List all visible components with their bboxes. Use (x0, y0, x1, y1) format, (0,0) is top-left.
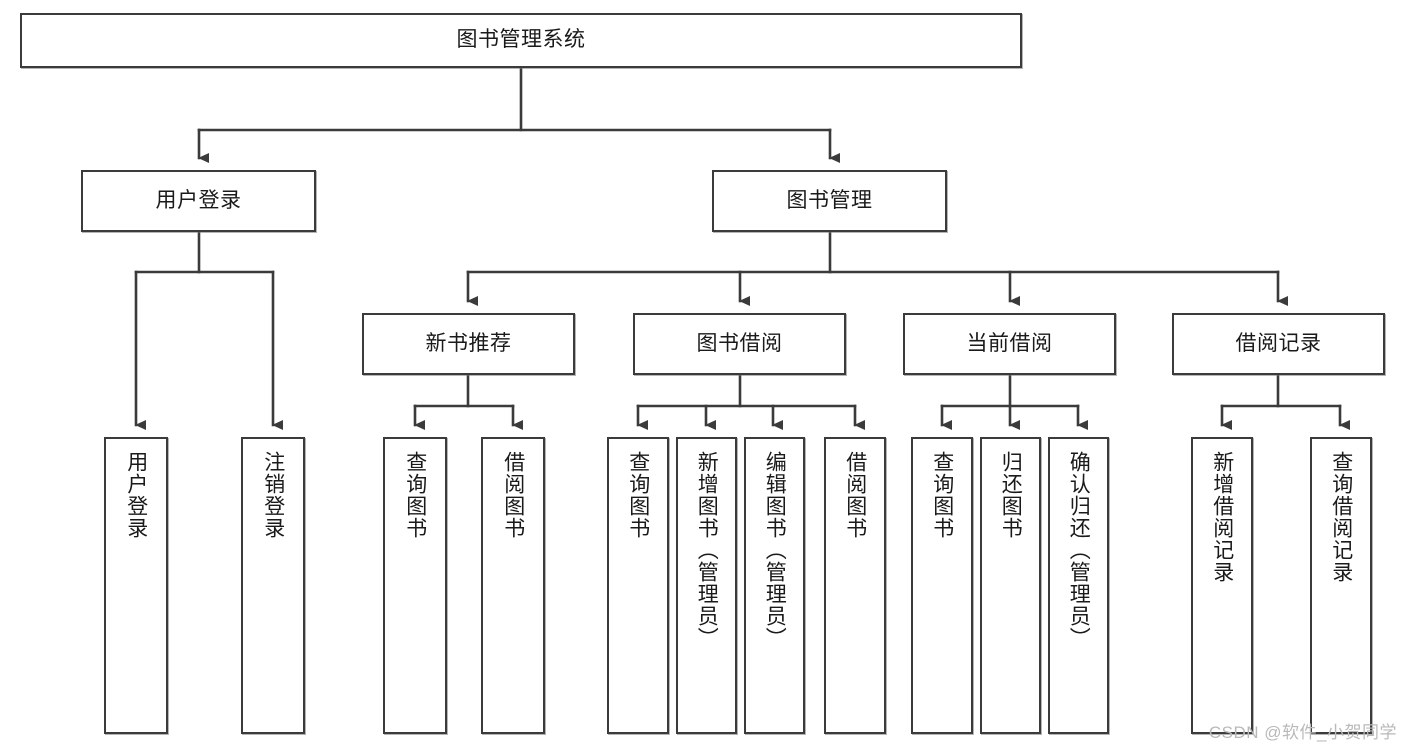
node-label: 图书管理系统 (456, 28, 586, 52)
leaf-borrow-query[interactable]: 查询图书 (607, 437, 669, 734)
leaf-borrow-edit-book-admin[interactable]: 编辑图书（管理员） (744, 437, 805, 734)
leaf-records-query[interactable]: 查询借阅记录 (1310, 437, 1372, 734)
node-label: 编辑图书（管理员） (763, 451, 787, 649)
node-label: 新书推荐 (425, 331, 512, 355)
leaf-borrow-borrow-book[interactable]: 借阅图书 (824, 437, 886, 734)
node-label: 借阅记录 (1235, 331, 1322, 355)
node-root-system[interactable]: 图书管理系统 (20, 13, 1022, 68)
node-borrow-records[interactable]: 借阅记录 (1172, 313, 1385, 375)
node-label: 用户登录 (124, 451, 148, 539)
node-label: 借阅图书 (501, 451, 525, 539)
node-label: 查询图书 (403, 451, 427, 539)
leaf-current-confirm-return-admin[interactable]: 确认归还（管理员） (1048, 437, 1109, 734)
leaf-user-login-signin[interactable]: 用户登录 (104, 437, 168, 734)
node-book-borrow[interactable]: 图书借阅 (633, 313, 846, 375)
leaf-user-login-signout[interactable]: 注销登录 (241, 437, 305, 734)
node-label: 图书借阅 (696, 331, 783, 355)
node-label: 新增借阅记录 (1210, 451, 1234, 583)
node-label: 归还图书 (999, 451, 1023, 539)
leaf-current-query[interactable]: 查询图书 (911, 437, 973, 734)
node-label: 借阅图书 (843, 451, 867, 539)
node-new-book-recommend[interactable]: 新书推荐 (362, 313, 575, 375)
node-label: 查询图书 (930, 451, 954, 539)
leaf-new-books-borrow[interactable]: 借阅图书 (481, 437, 545, 734)
leaf-current-return-book[interactable]: 归还图书 (980, 437, 1041, 734)
watermark: CSDN @软件_小贺同学 (1208, 723, 1397, 742)
node-label: 当前借阅 (966, 331, 1053, 355)
node-label: 查询借阅记录 (1329, 451, 1353, 583)
node-label: 查询图书 (626, 451, 650, 539)
leaf-new-books-query[interactable]: 查询图书 (383, 437, 447, 734)
node-current-borrow[interactable]: 当前借阅 (903, 313, 1116, 375)
leaf-borrow-add-book-admin[interactable]: 新增图书（管理员） (676, 437, 737, 734)
node-label: 注销登录 (261, 451, 285, 539)
node-label: 用户登录 (155, 188, 242, 212)
node-book-management[interactable]: 图书管理 (712, 170, 947, 232)
node-label: 确认归还（管理员） (1067, 451, 1091, 649)
node-label: 图书管理 (786, 188, 873, 212)
node-user-login[interactable]: 用户登录 (81, 170, 316, 232)
leaf-records-add[interactable]: 新增借阅记录 (1191, 437, 1253, 734)
node-label: 新增图书（管理员） (695, 451, 719, 649)
